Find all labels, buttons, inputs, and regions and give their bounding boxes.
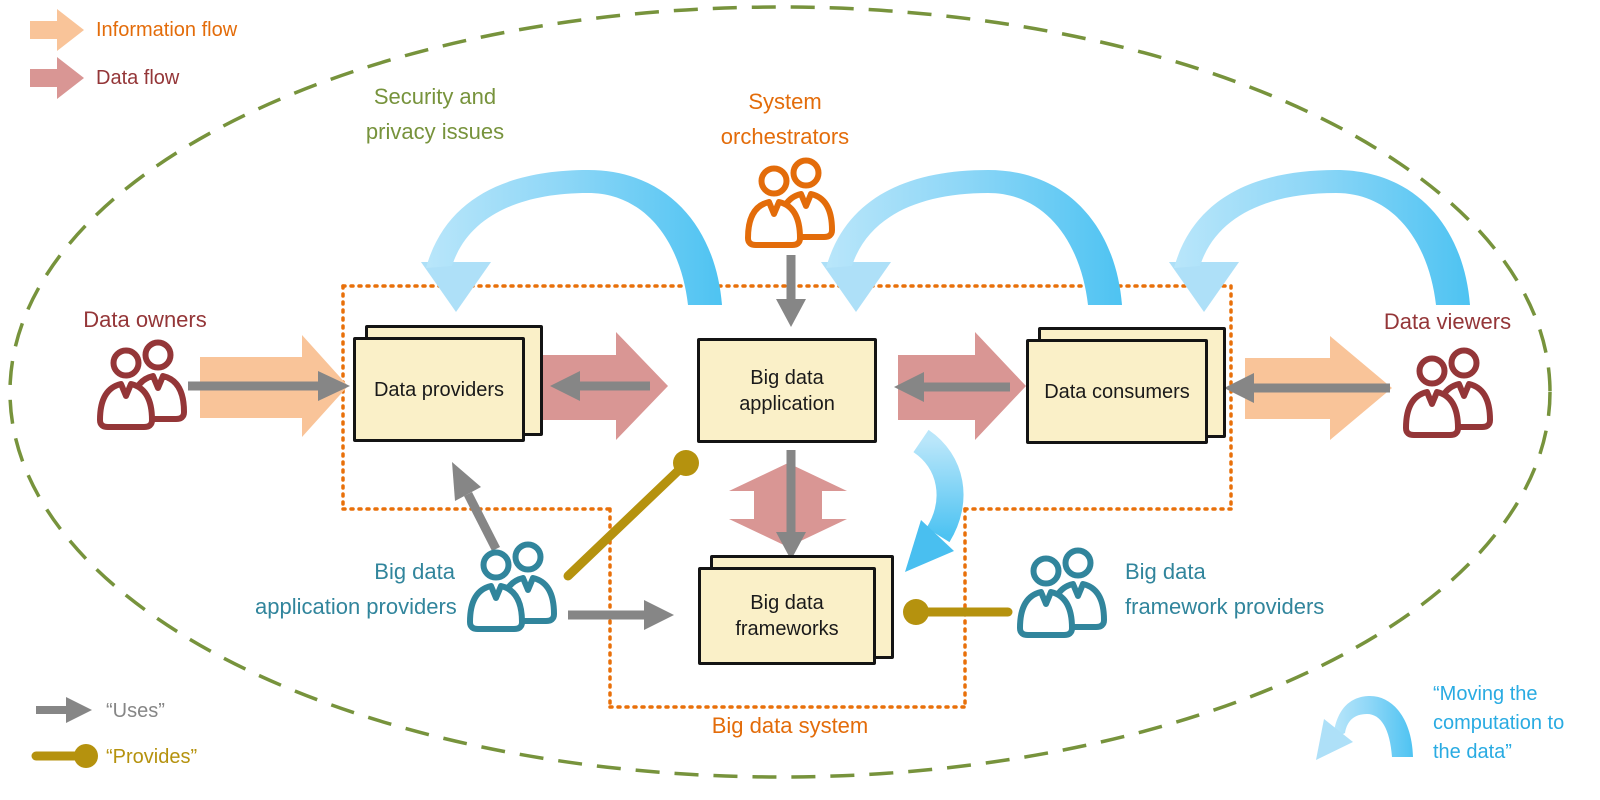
provides-app-providers-to-application	[563, 450, 699, 581]
uses-viewers-to-consumers	[1224, 373, 1390, 403]
moving-computation-label: “Moving the computation to the data”	[1433, 683, 1565, 763]
security-privacy-label: Security and privacy issues	[365, 84, 505, 144]
computation-arc-providers	[421, 170, 722, 312]
data-flow-legend-icon	[30, 57, 84, 99]
data-consumers-box: Data consumers	[1026, 339, 1208, 444]
data-viewers-label: Data viewers	[1383, 309, 1512, 334]
uses-app-providers-to-data-providers	[452, 462, 501, 552]
big-data-application-box: Big data application	[697, 338, 877, 443]
uses-app-providers-to-frameworks	[568, 600, 674, 630]
computation-arc-frameworks	[905, 429, 964, 572]
uses-consumers-to-application	[894, 372, 1010, 402]
big-data-application-box-label: Big data application	[739, 366, 835, 415]
moving-computation-legend-icon	[1316, 696, 1413, 760]
computation-arc-consumers	[1169, 170, 1470, 312]
fw-providers-label: Big data framework providers	[1125, 559, 1325, 619]
system-orchestrators-label: System orchestrators	[720, 89, 850, 149]
information-flow-legend-icon	[30, 9, 84, 51]
data-providers-box-label: Data providers	[373, 378, 505, 401]
data-consumers-box-label: Data consumers	[1044, 380, 1190, 403]
data-owners-label: Data owners	[83, 307, 207, 332]
data-viewers-people-icon	[1406, 351, 1490, 436]
app-providers-label: Big data application providers	[255, 559, 457, 619]
app-providers-people-icon	[470, 545, 554, 630]
provides-legend-label: “Provides”	[106, 746, 198, 768]
computation-arc-application	[821, 170, 1122, 312]
data-providers-box: Data providers	[353, 337, 525, 442]
provides-fw-providers-to-frameworks	[903, 599, 1013, 625]
uses-owners-to-providers	[188, 371, 350, 401]
security-privacy-boundary-ellipse	[8, 5, 1552, 779]
uses-arrows	[188, 255, 1390, 630]
data-owners-people-icon	[100, 343, 184, 428]
system-orchestrators-people-icon	[748, 161, 832, 246]
provides-legend-icon	[31, 744, 98, 768]
information-flow-legend-label: Information flow	[96, 19, 238, 41]
big-data-frameworks-box-label: Big data frameworks	[735, 592, 839, 640]
big-data-system-label: Big data system	[711, 713, 869, 738]
data-flow-legend-label: Data flow	[96, 67, 180, 89]
uses-application-to-frameworks	[776, 450, 806, 560]
big-data-frameworks-box: Big data frameworks	[698, 567, 876, 665]
provides-connectors	[563, 450, 1013, 625]
fw-providers-people-icon	[1020, 551, 1104, 636]
uses-legend-label: “Uses”	[106, 700, 165, 722]
uses-orchestrators-to-application	[776, 255, 806, 327]
uses-legend-icon	[36, 697, 92, 723]
uses-application-to-providers	[550, 371, 650, 401]
